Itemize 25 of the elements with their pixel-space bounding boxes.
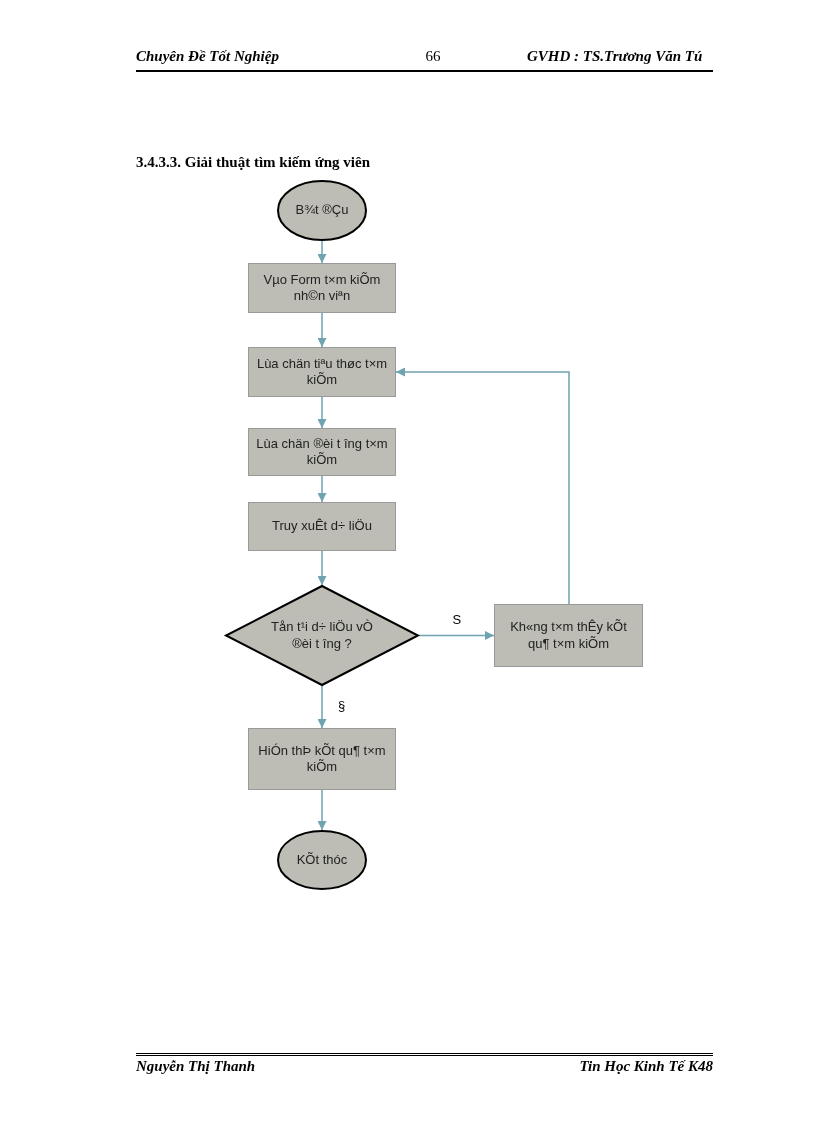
arrow — [317, 475, 327, 503]
header-text: GVHD : TS.Trương Văn Tú — [527, 48, 703, 65]
process-box: Truy xuÊt d÷ liÖu — [248, 502, 396, 551]
arrow — [317, 312, 327, 348]
arrow — [317, 685, 327, 729]
terminal-ellipse: KÕt thóc — [277, 830, 367, 890]
terminal-ellipse: B¾t ®Çu — [277, 180, 367, 241]
arrow — [317, 240, 327, 264]
header-text: Chuyên Đề Tốt Nghiệp — [136, 48, 279, 65]
arrow — [317, 396, 327, 429]
arrow — [317, 550, 327, 586]
arrow — [395, 367, 570, 605]
process-box: HiÓn thÞ kÕt qu¶ t×m kiÕm — [248, 728, 396, 790]
process-box: Lùa chän tiªu thøc t×m kiÕm — [248, 347, 396, 397]
arrow — [317, 789, 327, 831]
page-number: 66 — [424, 48, 442, 65]
footer-text: Nguyễn Thị Thanh — [136, 1058, 256, 1075]
section-heading: 3.4.3.3. Giải thuật tìm kiếm ứng viên — [136, 154, 370, 171]
process-box: Lùa chän ®èi t îng t×m kiÕm — [248, 428, 396, 476]
edge-label: § — [336, 698, 348, 713]
arrow — [418, 631, 495, 640]
process-box: Kh«ng t×m thÊy kÕt qu¶ t×m kiÕm — [494, 604, 643, 667]
footer-text: Tin Học Kinh Tế K48 — [579, 1058, 713, 1075]
process-box: Vµo Form t×m kiÕm nh©n viªn — [248, 263, 396, 313]
decision-diamond: Tån t¹i d÷ liÖu vÒ ®èi t îng ? — [225, 585, 419, 686]
